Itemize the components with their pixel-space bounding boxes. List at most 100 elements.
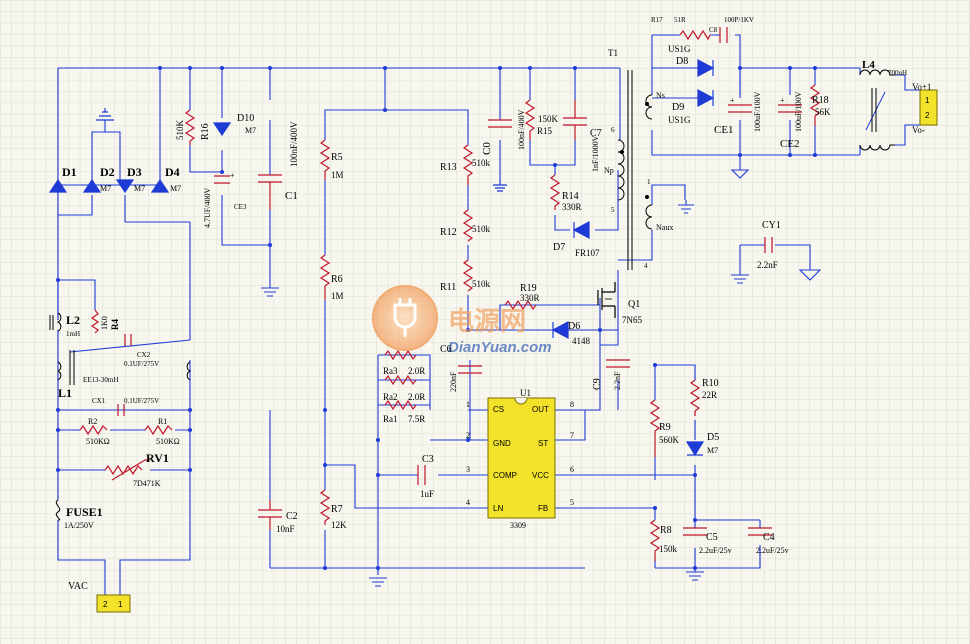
label-R2: R2	[88, 417, 97, 426]
label-D8: D8	[676, 56, 688, 67]
label-R10v: 22R	[702, 390, 717, 400]
svg-text:6: 6	[570, 465, 574, 474]
capacitor-C0	[488, 119, 512, 192]
label-R18: R18	[812, 95, 829, 106]
diode-D3	[115, 179, 135, 194]
label-D3: D3	[127, 165, 142, 179]
capacitor-C5	[683, 527, 707, 536]
label-CX2: CX2	[137, 351, 151, 359]
label-CE3v: 4.7UF/400V	[203, 188, 212, 228]
label-VAC: VAC	[68, 581, 88, 592]
label-R12v: 510k	[472, 224, 491, 234]
label-L4v: 700uH	[888, 69, 907, 77]
label-C8v: 100P/1KV	[724, 16, 754, 24]
svg-text:1: 1	[118, 600, 123, 609]
label-D2m: M7	[100, 184, 111, 193]
svg-text:6: 6	[611, 126, 615, 134]
label-C1: C1	[285, 190, 298, 202]
pin-st: ST	[538, 439, 548, 448]
label-U1: U1	[520, 388, 531, 398]
pin-comp: COMP	[493, 471, 517, 480]
resistor-R8	[649, 519, 661, 561]
resistor-R10	[689, 379, 701, 416]
label-C7v: 1nF/1000V	[591, 135, 600, 172]
label-CE1: CE1	[714, 124, 734, 136]
svg-text:3: 3	[466, 465, 470, 474]
label-Ra2v: 2.0R	[408, 392, 425, 402]
label-C4v: 2.2uF/25v	[756, 546, 789, 555]
resistor-R4	[90, 309, 100, 334]
capacitor-C7	[563, 100, 587, 140]
label-C2v: 10nF	[276, 524, 295, 534]
svg-text:+: +	[730, 96, 735, 105]
capacitor-CE2: +	[778, 96, 802, 113]
label-R17v: 51R	[674, 16, 686, 24]
label-Ns: Ns	[656, 91, 665, 100]
label-D4: D4	[165, 165, 180, 179]
resistor-R5	[319, 139, 331, 180]
diode-D9	[697, 89, 715, 107]
label-R8: R8	[660, 525, 672, 536]
label-Q1: Q1	[628, 299, 640, 310]
label-D10: D10	[237, 113, 254, 124]
label-L4: L4	[862, 59, 875, 71]
resistor-R18	[809, 84, 821, 126]
label-FUSE1: FUSE1	[66, 505, 103, 519]
label-R15: R15	[537, 126, 553, 136]
capacitor-C4	[748, 527, 772, 536]
label-R11: R11	[440, 282, 456, 293]
label-Vo1: Vo+1	[912, 82, 931, 92]
connector-output: 1 2	[919, 89, 938, 126]
label-R14v: 330R	[562, 202, 582, 212]
watermark-cn: 电源网	[448, 306, 526, 336]
label-R17: R17	[651, 16, 663, 24]
label-C6v: 220nF	[449, 371, 458, 392]
pin-gnd: GND	[493, 439, 511, 448]
inductor-L1	[56, 350, 192, 385]
label-L1: L1	[58, 386, 72, 400]
resistor-R13	[462, 144, 474, 185]
label-R10: R10	[702, 378, 719, 389]
label-R1: R1	[158, 417, 167, 426]
label-R6: R6	[331, 274, 343, 285]
diode-D4	[150, 178, 170, 193]
label-D6: D6	[568, 321, 580, 332]
label-D7: D7	[553, 242, 565, 253]
label-R11v: 510k	[472, 279, 491, 289]
pin-ln: LN	[493, 504, 503, 513]
label-R2v: 510KΩ	[86, 437, 110, 446]
label-R8v: 150k	[659, 544, 678, 554]
label-Ra1: Ra1	[383, 414, 398, 424]
capacitor-C6	[458, 365, 482, 374]
label-C1v: 100nF/400V	[289, 121, 299, 167]
label-T1: T1	[608, 48, 618, 58]
svg-text:2: 2	[925, 111, 930, 120]
label-D9: D9	[672, 102, 684, 113]
junction-dots	[56, 66, 817, 570]
varistor-RV1	[104, 459, 150, 481]
resistor-R14	[549, 174, 561, 210]
label-C3: C3	[422, 454, 434, 465]
label-L2: L2	[66, 313, 80, 327]
label-R16: R16	[200, 123, 211, 140]
label-D10m: M7	[245, 126, 256, 135]
label-D3m: M7	[134, 184, 145, 193]
ic-U1: CS GND COMP LN OUT ST VCC FB	[487, 397, 556, 519]
label-CY1: CY1	[762, 220, 781, 231]
label-FUSE1v: 1A/250V	[64, 521, 94, 530]
label-R7: R7	[331, 504, 343, 515]
resistor-Ra1	[384, 399, 417, 411]
label-C8: C8	[709, 26, 718, 34]
svg-text:4: 4	[466, 498, 470, 507]
label-C0v: 100nF/400V	[517, 109, 526, 150]
label-D2: D2	[100, 165, 115, 179]
pin-cs: CS	[493, 405, 504, 414]
svg-text:2: 2	[466, 431, 470, 440]
label-R19: R19	[520, 283, 537, 294]
capacitor-CE3: +	[214, 171, 235, 184]
label-R6v: 1M	[331, 291, 344, 301]
capacitor-CY1	[764, 237, 773, 253]
watermark-logo: 电源网 DianYuan.com	[372, 285, 552, 356]
resistor-R16	[184, 109, 196, 145]
